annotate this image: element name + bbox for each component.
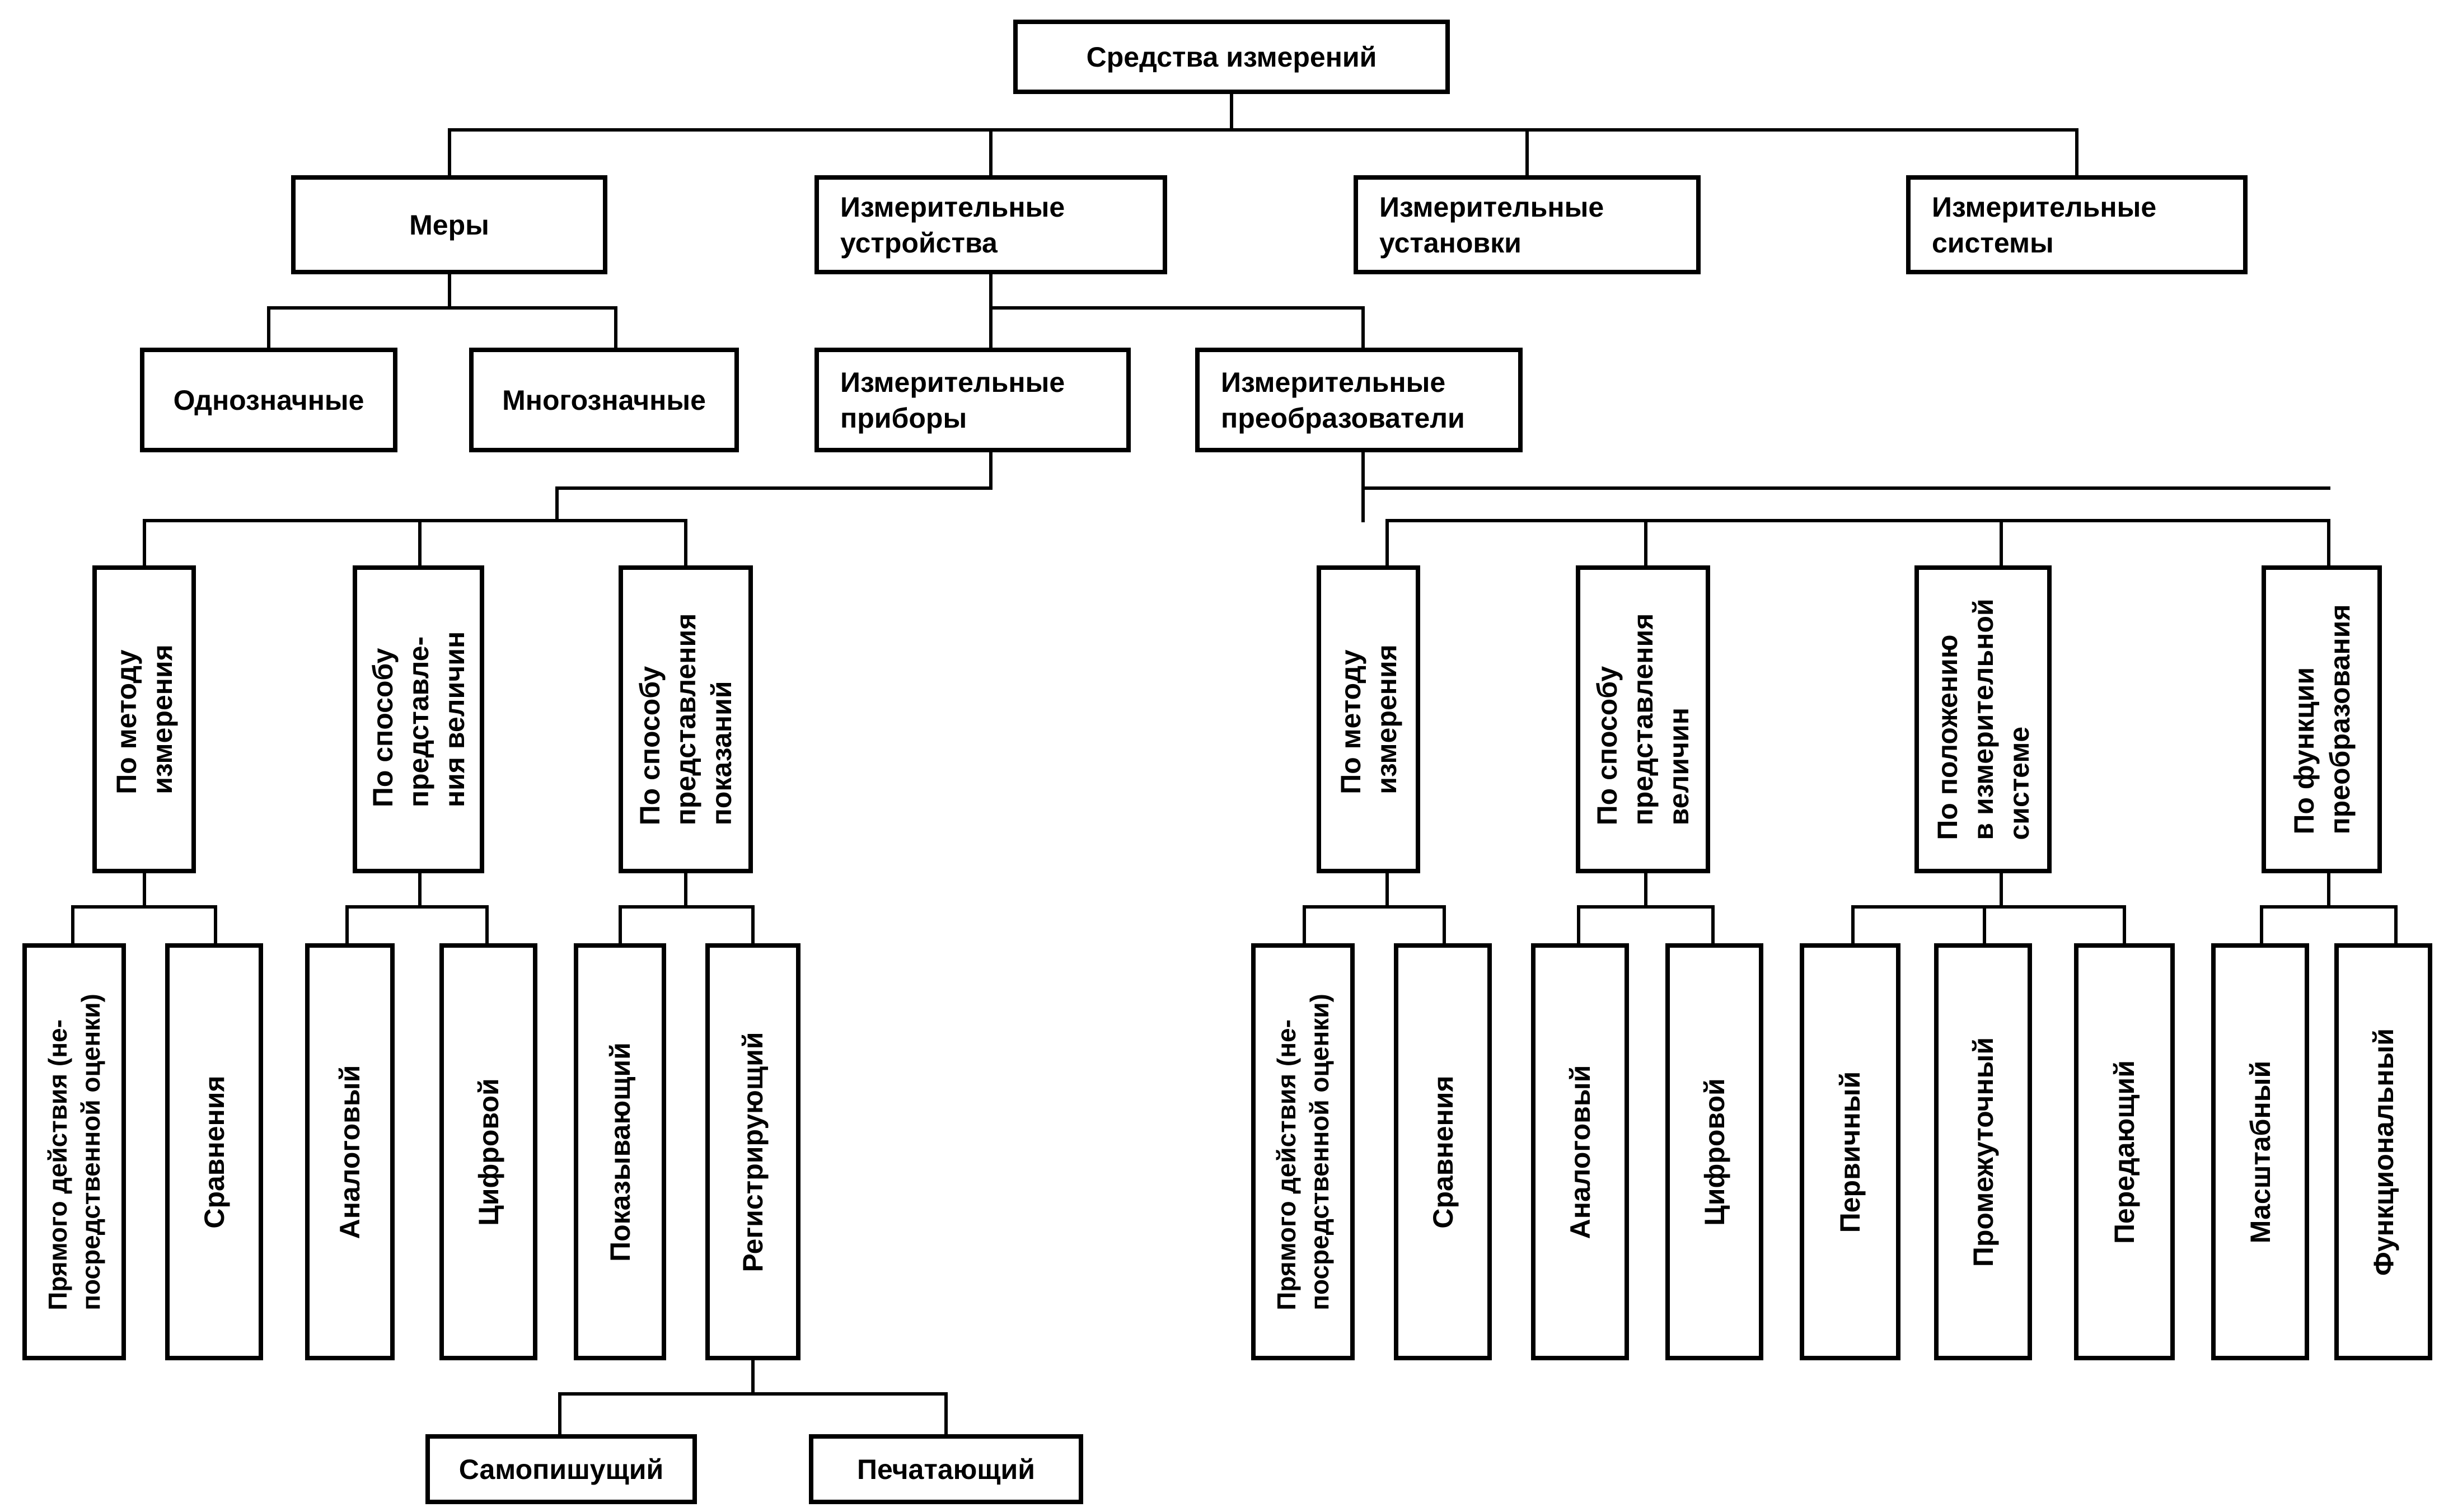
node-label-line-1: По способу [634,666,666,826]
node-label: По положению в измерительной системе [1930,598,2037,840]
node-izmeritelnye-ustanovki: Измерительные установки [1354,175,1701,274]
node-label-line-1: По способу [367,648,399,808]
node-label: По методу измерения [1333,644,1405,794]
node-pz-po-sposobu-velichin: По способу представления величин [1576,565,1710,873]
node-peredayushchiy: Передающий [2074,943,2175,1360]
node-izmeritelnye-ustroystva: Измерительные устройства [814,175,1167,274]
node-label-line-2: представления [1627,613,1659,826]
node-label: По функции преобразования [2286,604,2358,834]
node-label-line-3: ния величин [438,631,470,808]
node-pz-po-polozheniyu: По положению в измерительной системе [1914,565,2052,873]
node-pz-po-funkcii: По функции преобразования [2262,565,2382,873]
node-label-line-1: Измерительные [1932,191,2157,223]
node-label: Функциональный [2367,1028,2399,1276]
node-label-line-2: приборы [840,402,967,434]
node-label-line-2: измерения [1370,644,1402,794]
node-masshtabnyy: Масштабный [2211,943,2309,1360]
node-pr-cifrovoy: Цифровой [439,943,537,1360]
node-funkcionalnyy: Функциональный [2334,943,2432,1360]
node-label-line-1: Измерительные [840,366,1065,398]
node-pokazyvayushchiy: Показывающий [574,943,666,1360]
node-promezhutochnyy: Промежуточный [1934,943,2032,1360]
node-label-line-1: Измерительные [1221,366,1446,398]
node-pechatayushchiy: Печатающий [809,1434,1083,1504]
node-label: Сравнения [198,1075,230,1229]
node-label-line-2: представления [670,613,701,826]
node-samopishushchiy: Самопишущий [425,1434,697,1504]
node-label-line-2: установки [1379,227,1522,259]
node-label: Первичный [1834,1071,1866,1233]
node-izmeritelnye-preobrazovateli: Измерительные преобразователи [1195,348,1523,452]
node-pz-cifrovoy: Цифровой [1665,943,1763,1360]
node-label: Аналоговый [334,1065,366,1239]
node-pz-sravneniya: Сравнения [1394,943,1492,1360]
node-label: Измерительные преобразователи [1221,364,1465,436]
node-label: По методу измерения [109,644,180,794]
node-label-line-2: преобразования [2324,604,2356,835]
node-label-line-3: системе [2003,726,2035,840]
node-label-line-1: Измерительные [840,191,1065,223]
node-label-line-2: в измерительной [1967,598,1999,840]
node-label-line-3: величин [1663,708,1694,826]
node-label: Цифровой [472,1078,504,1226]
node-label: Средства измерений [1086,41,1377,73]
node-pz-pryamogo-deystviya: Прямого действия (не- посредственной оце… [1251,943,1355,1360]
node-pr-sravneniya: Сравнения [165,943,263,1360]
node-pr-po-sposobu-pokazaniy: По способу представления показаний [619,565,753,873]
node-label-line-1: По способу [1591,666,1623,826]
node-label: Прямого действия (не- посредственной оце… [1270,994,1336,1310]
node-label: Печатающий [857,1453,1035,1485]
node-label-line-1: По положению [1931,634,1963,840]
node-pz-po-metodu-izmereniya: По методу измерения [1317,565,1420,873]
node-label: Измерительные установки [1379,189,1604,261]
node-label: Измерительные устройства [840,189,1065,261]
node-label-line-3: показаний [706,681,737,826]
node-label-line-2: посредственной оценки) [76,993,105,1310]
node-pervichnyy: Первичный [1800,943,1900,1360]
node-mnogoznachnye: Многозначные [469,348,739,452]
node-label: Показывающий [604,1042,636,1262]
node-label-line-1: По функции [2288,667,2320,835]
node-label: Аналоговый [1564,1065,1596,1239]
node-label: Цифровой [1698,1078,1730,1226]
node-label-line-2: измерения [146,644,178,794]
node-label-line-2: системы [1932,227,2054,259]
node-label: По способу представле- ния величин [365,631,472,807]
node-label: Сравнения [1427,1075,1459,1229]
node-label: Меры [409,209,489,241]
node-label: По способу представления показаний [632,614,739,826]
node-label-line-1: Измерительные [1379,191,1604,223]
node-label: Измерительные приборы [840,364,1065,436]
node-mery: Меры [291,175,607,274]
node-izmeritelnye-pribory: Измерительные приборы [814,348,1131,452]
node-label: Самопишущий [458,1453,664,1485]
node-pr-pryamogo-deystviya: Прямого действия (не- посредственной оце… [22,943,126,1360]
node-sredstva-izmereniy: Средства измерений [1013,20,1450,94]
node-label-line-2: преобразователи [1221,402,1465,434]
node-label: Промежуточный [1967,1037,1999,1267]
node-label-line-2: устройства [840,227,998,259]
node-pr-analogovyy: Аналоговый [305,943,395,1360]
node-odnoznachnye: Однозначные [140,348,397,452]
node-label: Масштабный [2244,1060,2276,1243]
node-pr-po-sposobu-velichin: По способу представле- ния величин [353,565,484,873]
node-label-line-1: По методу [1335,649,1366,794]
node-label: Передающий [2109,1060,2140,1244]
node-pz-analogovyy: Аналоговый [1531,943,1629,1360]
node-label-line-1: Прямого действия (не- [1271,1019,1301,1310]
node-registriruyushchiy: Регистрирующий [705,943,800,1360]
node-label: Прямого действия (не- посредственной оце… [41,994,107,1310]
node-label: Измерительные системы [1932,189,2156,261]
node-label: Регистрирующий [737,1031,769,1272]
node-label-line-2: представле- [402,636,434,808]
node-label: Однозначные [173,384,364,416]
node-label: Многозначные [502,384,706,416]
node-pr-po-metodu-izmereniya: По методу измерения [92,565,196,873]
node-label-line-1: Прямого действия (не- [43,1019,72,1310]
node-label: По способу представления величин [1589,614,1697,826]
node-izmeritelnye-sistemy: Измерительные системы [1906,175,2248,274]
node-label-line-1: По методу [110,649,142,794]
node-label-line-2: посредственной оценки) [1304,993,1334,1310]
